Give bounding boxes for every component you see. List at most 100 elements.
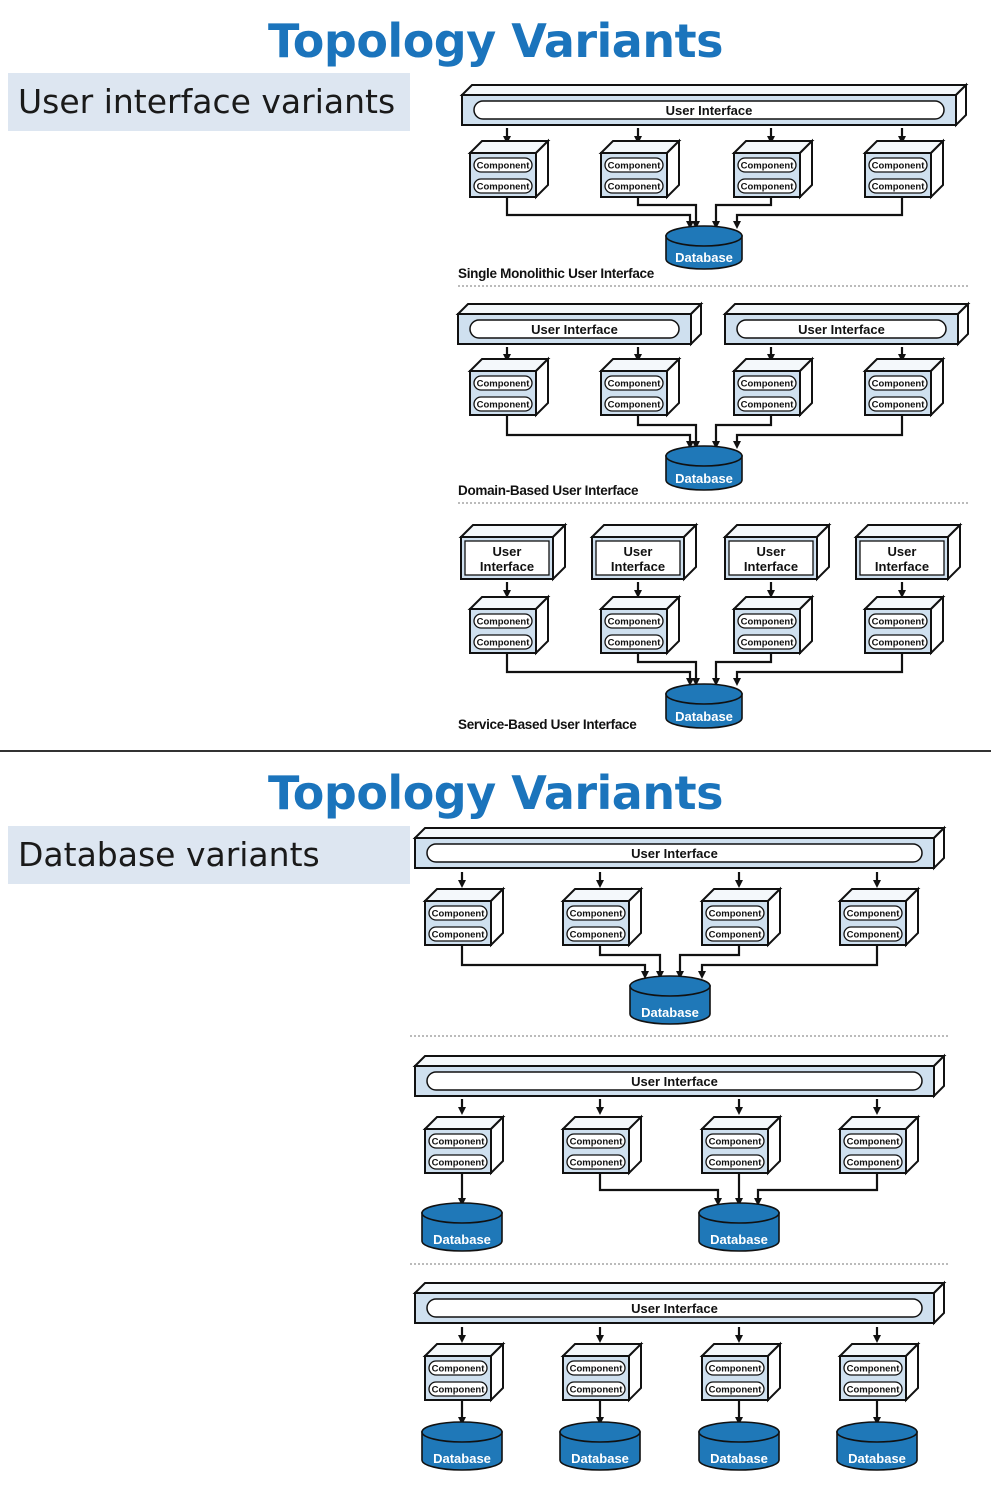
component-pill [566,1360,626,1376]
component-pill [705,1133,765,1149]
component-pill [705,905,765,921]
database-top [629,975,711,997]
box-top [853,524,963,538]
component-pill [843,1154,903,1170]
slide-ui-variants: Topology Variants User interface variant… [0,0,991,750]
box-top [458,524,568,538]
slide-database-variants: Topology Variants Database variants [0,752,991,1502]
user-interface-inner [464,540,550,576]
connector-line [676,946,741,979]
user-interface-bar: User Interface [722,301,971,347]
database-top [698,1202,780,1224]
database-top [421,1421,503,1443]
user-interface-pill [426,1298,923,1318]
component-pill [737,634,797,650]
database-label: Database [848,1451,906,1466]
component-pill [473,634,533,650]
component-pill [705,1381,765,1397]
database-icon: Database [629,975,711,1025]
component-pill [604,613,664,629]
component-pill [737,375,797,391]
database-icon: Database [421,1421,503,1471]
connector-line [733,416,904,449]
component-label: Component [432,909,486,920]
component-pill [604,375,664,391]
component-pill [843,1381,903,1397]
component-label: Component [872,182,926,193]
connector-line [712,416,773,449]
database-top [665,445,743,467]
subtitle-box: User interface variants [8,73,410,131]
user-interface-pill [473,100,945,120]
component-pill [843,905,903,921]
user-interface-inner [728,540,814,576]
box-top [422,888,506,902]
component-label: Component [872,638,926,649]
box-top [467,596,551,610]
component-label: Component [741,379,795,390]
component-label: Component [847,1137,901,1148]
database-top [698,1421,780,1443]
user-interface-label: User Interface [631,1301,718,1316]
component-label: Component [741,638,795,649]
component-pill [737,157,797,173]
user-interface-bar: User Interface [455,301,704,347]
ui-variants-diagrams: User InterfaceComponentComponentComponen… [455,82,971,732]
database-label: Database [433,1451,491,1466]
component-label: Component [477,182,531,193]
database-icon: Database [698,1202,780,1252]
user-interface-bar: User Interface [412,825,947,871]
box-top [422,1116,506,1130]
component-pill [843,1360,903,1376]
user-interface-label: User [888,544,917,559]
box-top [455,303,704,315]
component-pill [868,613,928,629]
component-label: Component [570,1385,624,1396]
user-interface-label: User [757,544,786,559]
box-top [837,1116,921,1130]
component-pill [705,926,765,942]
box-top [731,140,815,154]
database-label: Database [675,709,733,724]
database-body [629,985,711,1025]
box-top [412,827,947,839]
database-body [421,1431,503,1471]
subtitle-text: Database variants [18,835,320,874]
database-body [421,1212,503,1252]
slide-divider [0,750,991,752]
component-label: Component [709,909,763,920]
box-top [699,888,783,902]
database-top [421,1202,503,1224]
diagram-caption: Single Monolithic User Interface [458,266,655,281]
box-top [862,596,946,610]
component-label: Component [432,1385,486,1396]
component-pill [566,905,626,921]
component-label: Component [872,400,926,411]
connector-line [598,946,664,979]
component-label: Component [741,161,795,172]
component-pill [843,1133,903,1149]
component-label: Component [872,617,926,628]
user-interface-pill [426,1071,923,1091]
box-top [560,1343,644,1357]
connector-line [505,197,694,229]
component-label: Component [570,1137,624,1148]
component-pill [473,157,533,173]
component-pill [604,157,664,173]
box-top [731,358,815,372]
database-variants-diagrams: User InterfaceComponentComponentComponen… [410,825,948,1471]
box-top [422,1343,506,1357]
user-interface-inner [859,540,945,576]
component-label: Component [847,1364,901,1375]
box-top [862,358,946,372]
